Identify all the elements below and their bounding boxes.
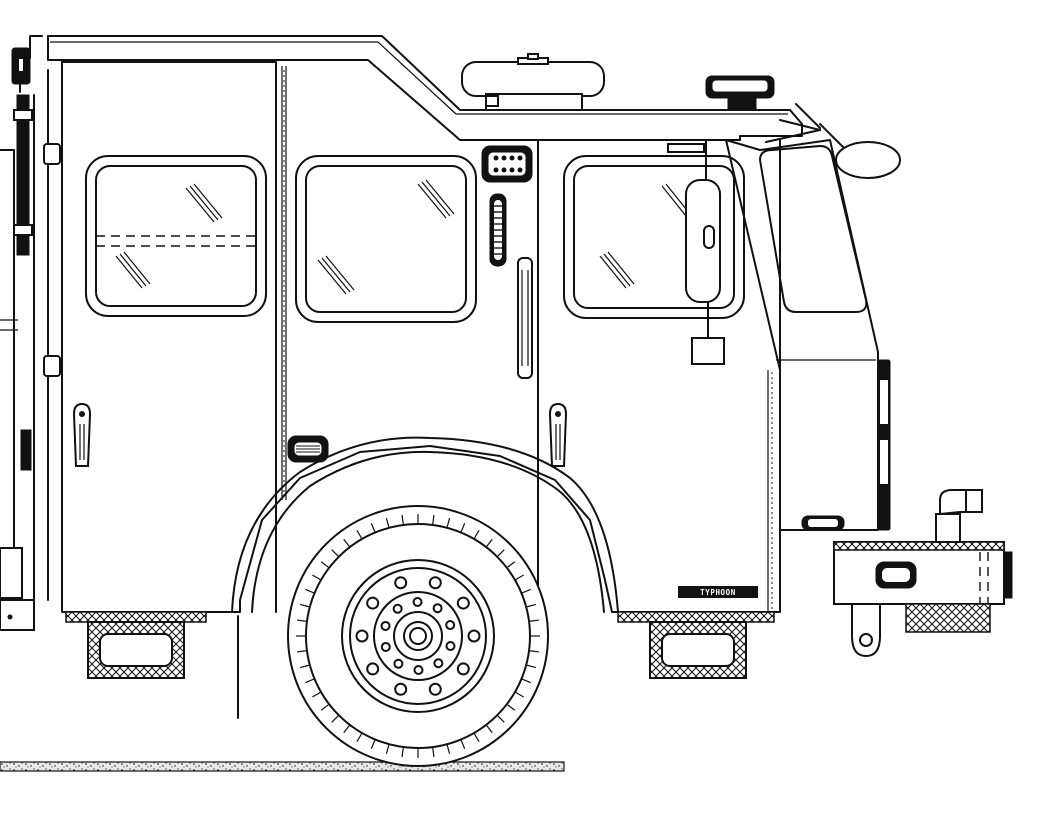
tread-tick: [385, 744, 390, 754]
wheel-hole: [428, 576, 442, 590]
wheel-fender: [231, 436, 619, 613]
tread-tick: [526, 664, 536, 669]
lug-nut: [433, 658, 444, 669]
tread-tick: [305, 588, 315, 594]
tread-tick: [296, 650, 308, 653]
rear-step[interactable]: [65, 611, 207, 679]
lug-nut: [380, 641, 391, 652]
tread-tick: [514, 574, 524, 581]
tread-tick: [473, 732, 480, 742]
tread-tick: [320, 561, 330, 569]
convex-mirror: [765, 103, 901, 179]
side-mirror: [685, 139, 725, 365]
cab-side-outline: [61, 61, 781, 613]
tread-tick: [312, 574, 322, 581]
tread-tick: [496, 714, 505, 723]
tread-tick: [485, 538, 493, 548]
warning-light-upper: [481, 145, 533, 183]
rear-door[interactable]: [61, 61, 287, 613]
tread-tick: [331, 714, 340, 723]
tread-tick: [305, 678, 315, 684]
tread-tick: [521, 678, 531, 684]
front-grille-lights: [877, 359, 891, 531]
grab-rail-and-bracket: [11, 35, 43, 471]
tread-tick: [506, 703, 516, 711]
tread-tick: [485, 724, 493, 734]
cab-front-pillar: [725, 139, 879, 531]
bumper-intake-pipe: [935, 489, 983, 543]
cab-roof-outline: [47, 35, 803, 141]
ground-strip: [0, 761, 565, 772]
lug-nut: [432, 603, 443, 614]
tread-tick: [526, 603, 536, 608]
front-door[interactable]: [537, 139, 773, 613]
tread-tick: [401, 514, 404, 526]
wheel-hole: [394, 576, 408, 590]
wheel-hole: [355, 629, 369, 643]
lug-nut: [392, 603, 403, 614]
tread-tick: [370, 523, 376, 533]
tread-tick: [300, 603, 310, 608]
tread-tick: [356, 530, 363, 540]
tread-tick: [300, 664, 310, 669]
tread-tick: [296, 619, 308, 622]
side-marker-light-rear: [287, 435, 329, 463]
rear-body-edge: [0, 69, 61, 631]
rear-door-handle[interactable]: [72, 402, 92, 467]
tread-tick: [528, 650, 540, 653]
rear-door-window: [85, 155, 267, 317]
tread-tick: [446, 744, 451, 754]
wheel-hole: [456, 596, 470, 610]
cab-badge: TYPHOON: [678, 586, 758, 598]
side-marker-light-front: [801, 515, 845, 531]
tread-tick: [506, 561, 516, 569]
tread-tick: [446, 518, 451, 528]
lug-nut: [445, 641, 456, 652]
front-step[interactable]: [617, 611, 775, 679]
tread-tick: [343, 724, 351, 734]
roof-ac-unit: [461, 53, 605, 111]
tread-tick: [320, 703, 330, 711]
tread-tick: [432, 746, 435, 758]
wheel-hole: [394, 682, 408, 696]
tread-tick: [460, 739, 466, 749]
lug-nut: [393, 658, 404, 669]
front-door-handle[interactable]: [548, 402, 568, 467]
tread-tick: [385, 518, 390, 528]
tread-tick: [514, 691, 524, 698]
lug-nut: [412, 597, 423, 608]
tread-tick: [521, 588, 531, 594]
vertical-grab-handle[interactable]: [517, 257, 533, 379]
tread-tick: [401, 746, 404, 758]
tread-tick: [370, 739, 376, 749]
roof-beacon: [705, 75, 775, 111]
front-bumper: [833, 541, 1013, 658]
wheel-hole: [428, 682, 442, 696]
tread-tick: [432, 514, 435, 526]
wheel-hole: [366, 596, 380, 610]
wheel-hole: [467, 629, 481, 643]
tread-tick: [343, 538, 351, 548]
vertical-light-bar: [489, 193, 507, 267]
middle-window: [295, 155, 477, 323]
tread-tick: [473, 530, 480, 540]
tread-tick: [312, 691, 322, 698]
lug-nut: [413, 664, 424, 675]
front-wheel: [287, 505, 549, 767]
tread-tick: [356, 732, 363, 742]
wheel-hole: [456, 662, 470, 676]
tread-tick: [528, 619, 540, 622]
cab-badge-label: TYPHOON: [700, 588, 736, 597]
tread-tick: [331, 549, 340, 558]
tread-tick: [460, 523, 466, 533]
tread-tick: [496, 549, 505, 558]
wheel-hole: [366, 662, 380, 676]
lug-nut: [380, 620, 391, 631]
lug-nut: [445, 620, 456, 631]
